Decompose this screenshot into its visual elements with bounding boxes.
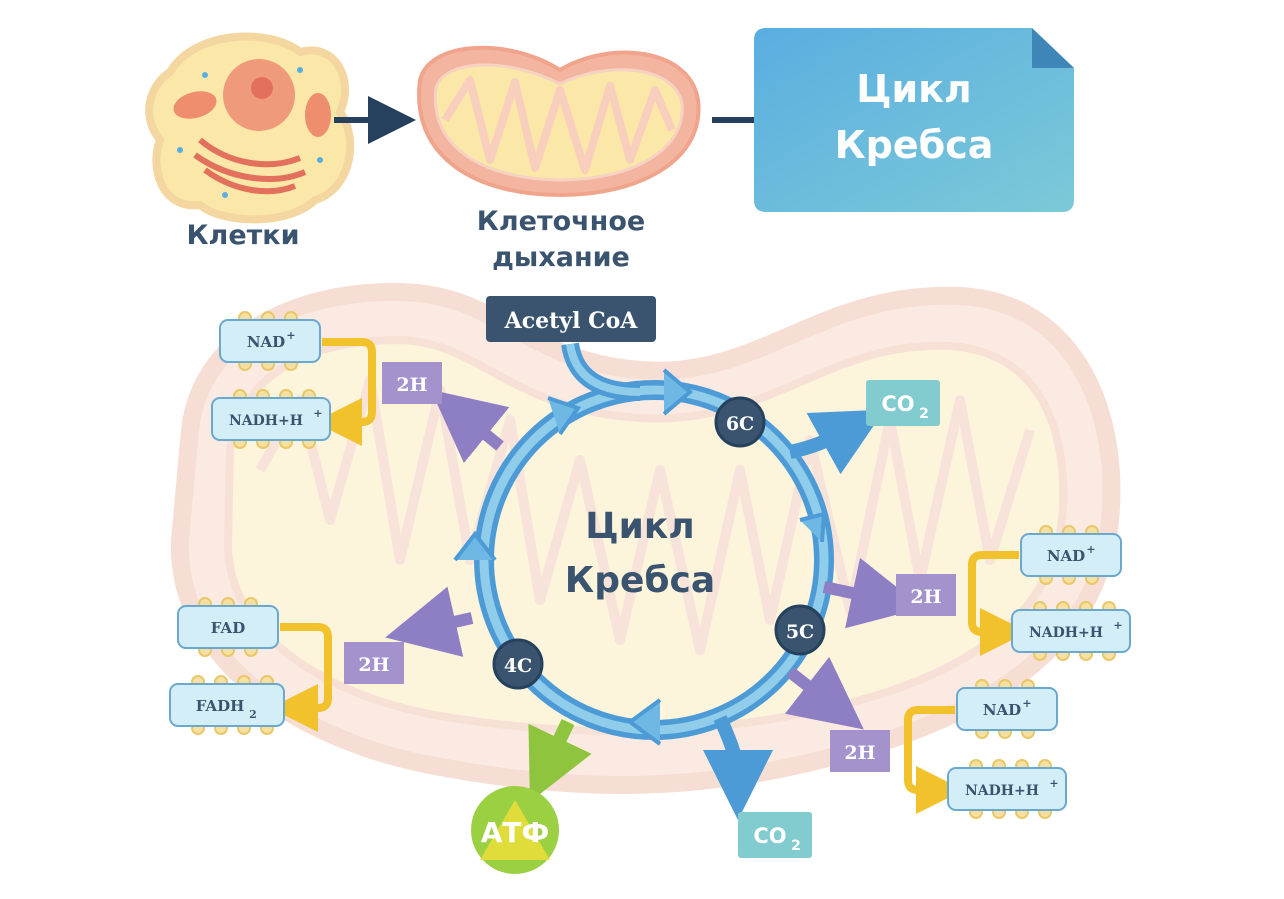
small-mitochondrion <box>417 45 701 198</box>
h-right-label: 2H <box>910 586 941 608</box>
nadh-bottom-right-label: NADH+H <box>965 783 1039 799</box>
nad-pill-right: NAD + <box>1020 525 1122 585</box>
nadh-pill-left: NADH+H + <box>211 389 331 449</box>
h-box-left: 2H <box>344 642 404 684</box>
co2-box-top: CO 2 <box>866 380 940 426</box>
yellow-arrow-right-bottom <box>904 706 964 814</box>
h-left-label: 2H <box>358 654 389 676</box>
nadh-right-sup: + <box>1113 619 1122 632</box>
h-arrow-top-left <box>430 389 510 464</box>
respiration-label-1: Клеточное <box>477 206 645 237</box>
h-box-right: 2H <box>896 574 956 616</box>
h-bottom-right-label: 2H <box>844 742 875 764</box>
cycle-center-1: Цикл <box>585 506 694 547</box>
h-arrow-right <box>822 557 923 629</box>
node-6c: 6C <box>714 396 766 448</box>
nadh-bottom-right-sup: + <box>1049 777 1058 790</box>
yellow-arrow-right-mid <box>968 551 1028 656</box>
nadh-pill-right: NADH+H + <box>1011 601 1131 661</box>
respiration-label-2: дыхание <box>492 242 630 273</box>
h-arrow-left <box>385 586 474 657</box>
fadh-sub: 2 <box>249 708 257 721</box>
nad-left-label: NAD <box>247 333 285 351</box>
h-top-left-label: 2H <box>396 374 427 396</box>
nad-right-label: NAD <box>1047 547 1085 565</box>
nad-right-sup: + <box>1086 543 1095 556</box>
cell-illustration <box>145 32 355 224</box>
co2-top-sub: 2 <box>919 406 929 422</box>
doc-title-1: Цикл <box>856 67 972 111</box>
h-box-bottom-right: 2H <box>830 730 890 772</box>
atp-badge: АТФ <box>471 786 559 874</box>
nadh-left-label: NADH+H <box>229 413 303 429</box>
nad-left-sup: + <box>286 329 295 342</box>
nad-bottom-right-sup: + <box>1022 697 1031 710</box>
yellow-arrow-fad <box>270 623 332 732</box>
fad-pill: FAD <box>177 597 279 657</box>
co2-bottom-label: CO <box>753 824 786 848</box>
node-6c-label: 6C <box>726 413 754 435</box>
nadh-right-label: NADH+H <box>1029 625 1103 641</box>
yellow-arrow-left-top <box>314 338 376 446</box>
co2-bottom-sub: 2 <box>791 838 801 854</box>
h-box-top-left: 2H <box>382 362 442 404</box>
fadh-label: FADH <box>196 697 245 715</box>
cells-label: Клетки <box>186 220 299 251</box>
node-4c: 4C <box>492 638 544 690</box>
atp-label: АТФ <box>481 816 550 849</box>
nad-pill-left: NAD + <box>219 311 321 371</box>
doc-title-2: Кребса <box>835 123 994 167</box>
co2-top-label: CO <box>881 392 914 416</box>
h-arrow-bottom-right <box>784 656 864 730</box>
fad-label: FAD <box>211 619 245 637</box>
krebs-ring <box>453 342 885 820</box>
acetyl-coa-label: Acetyl CoA <box>504 308 639 334</box>
nad-bottom-right-label: NAD <box>983 701 1021 719</box>
node-4c-label: 4C <box>504 655 532 677</box>
co2-box-bottom: CO 2 <box>738 812 812 858</box>
node-5c: 5C <box>774 604 826 656</box>
acetyl-coa-box: Acetyl CoA <box>486 296 656 342</box>
nadh-left-sup: + <box>313 407 322 420</box>
fadh2-pill: FADH 2 <box>169 675 285 735</box>
nadh-pill-bottom-right: NADH+H + <box>947 759 1067 819</box>
cycle-center-2: Кребса <box>565 560 715 601</box>
krebs-document-card <box>754 28 1074 212</box>
nad-pill-bottom-right: NAD + <box>956 679 1058 739</box>
atp-arrow <box>528 718 592 802</box>
node-5c-label: 5C <box>786 621 814 643</box>
